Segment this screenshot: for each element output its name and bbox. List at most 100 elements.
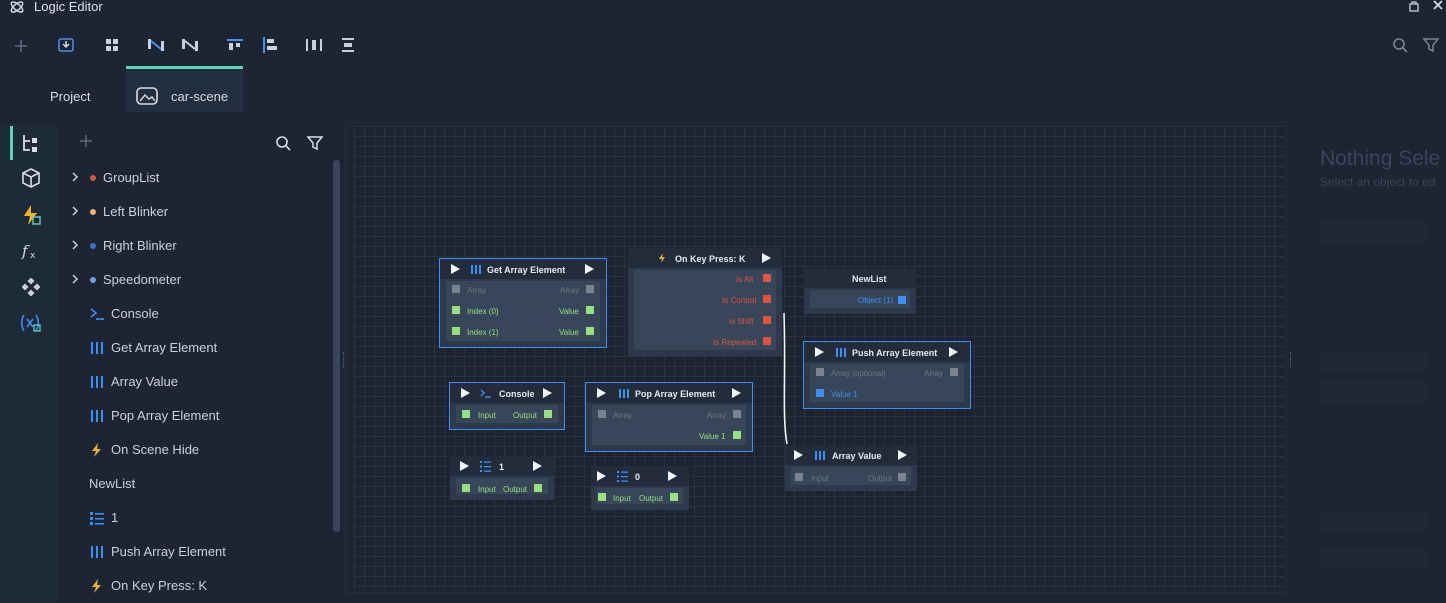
grid-icon[interactable]: [103, 37, 121, 53]
exec-in-icon[interactable]: [597, 388, 606, 398]
pin-icon[interactable]: [763, 337, 771, 345]
pin-icon[interactable]: [462, 484, 470, 492]
chevron-right-icon[interactable]: [70, 273, 80, 285]
chevron-right-icon[interactable]: [70, 205, 80, 217]
exec-out-icon[interactable]: [585, 264, 594, 274]
tree-item-on-key-press[interactable]: On Key Press: K: [60, 569, 330, 603]
pin-icon[interactable]: [452, 327, 460, 335]
link-nodes-icon[interactable]: [147, 37, 165, 53]
exec-out-icon[interactable]: [762, 253, 771, 263]
pin-icon[interactable]: [452, 306, 460, 314]
pin-icon[interactable]: [534, 484, 542, 492]
tree-search-icon[interactable]: [275, 135, 291, 151]
tree-item-array-value[interactable]: Array Value: [60, 365, 330, 399]
tree-item-console[interactable]: Console: [60, 297, 330, 331]
tree-item-speedometer[interactable]: Speedometer: [60, 263, 330, 297]
pin-icon[interactable]: [763, 274, 771, 282]
node-number-0[interactable]: 0 Input Output: [591, 466, 689, 510]
pin-icon[interactable]: [586, 285, 594, 293]
pin-icon[interactable]: [462, 410, 470, 418]
pin-icon[interactable]: [598, 493, 606, 501]
tree-item-grouplist[interactable]: GroupList: [60, 161, 330, 195]
pin-icon[interactable]: [816, 389, 824, 397]
tree-item-pop-array-element[interactable]: Pop Array Element: [60, 399, 330, 433]
unlink-nodes-icon[interactable]: [181, 37, 199, 53]
tree-add-icon[interactable]: [79, 134, 93, 148]
tree-item-right-blinker[interactable]: Right Blinker: [60, 229, 330, 263]
pin-icon[interactable]: [586, 327, 594, 335]
pin-icon[interactable]: [452, 285, 460, 293]
node-on-key-press[interactable]: On Key Press: K Is Alt Is Control Is Shi…: [628, 248, 782, 356]
exec-in-icon[interactable]: [460, 461, 469, 471]
tree-item-number-1[interactable]: 1: [60, 501, 330, 535]
exec-out-icon[interactable]: [668, 471, 677, 481]
pin-icon[interactable]: [544, 410, 552, 418]
exec-out-icon[interactable]: [898, 450, 907, 460]
pin-icon[interactable]: [733, 431, 741, 439]
node-pop-array-element[interactable]: Pop Array Element Array Array Value 1: [585, 382, 753, 452]
pin-icon[interactable]: [816, 368, 824, 376]
logic-graph-canvas[interactable]: Get Array Element Array Array Index (0) …: [354, 126, 1284, 589]
exec-out-icon[interactable]: [732, 388, 741, 398]
hierarchy-icon[interactable]: [21, 133, 41, 153]
exec-out-icon[interactable]: [533, 461, 542, 471]
chevron-right-icon[interactable]: [70, 171, 80, 183]
pin-icon[interactable]: [763, 316, 771, 324]
pin-label: Value 1: [831, 390, 858, 399]
exec-in-icon[interactable]: [794, 450, 803, 460]
node-get-array-element[interactable]: Get Array Element Array Array Index (0) …: [439, 258, 607, 348]
variable-icon[interactable]: [20, 313, 42, 333]
canvas-frame: [345, 122, 1287, 593]
distribute-horizontal-icon[interactable]: [305, 37, 323, 53]
chevron-right-icon[interactable]: [70, 239, 80, 251]
exec-in-icon[interactable]: [597, 471, 606, 481]
node-number-1[interactable]: 1 Input Output: [450, 456, 554, 500]
component-icon[interactable]: [22, 278, 40, 296]
pin-icon[interactable]: [898, 473, 906, 481]
tree-item-on-scene-hide[interactable]: On Scene Hide: [60, 433, 330, 467]
tree-item-get-array-element[interactable]: Get Array Element: [60, 331, 330, 365]
exec-out-icon[interactable]: [949, 347, 958, 357]
pin-icon[interactable]: [586, 306, 594, 314]
number-list-icon: [480, 461, 491, 472]
distribute-vertical-icon[interactable]: [339, 37, 357, 53]
align-left-icon[interactable]: [261, 37, 279, 53]
pin-icon[interactable]: [898, 296, 906, 304]
tab-car-scene[interactable]: car-scene: [126, 66, 243, 112]
pin-icon[interactable]: [733, 410, 741, 418]
add-icon[interactable]: [12, 38, 30, 54]
tree-filter-icon[interactable]: [307, 135, 323, 151]
tree-item-left-blinker[interactable]: Left Blinker: [60, 195, 330, 229]
exec-in-icon[interactable]: [451, 264, 460, 274]
event-lightning-icon[interactable]: [20, 204, 42, 226]
import-icon[interactable]: [57, 37, 75, 53]
detach-icon[interactable]: [1408, 0, 1420, 12]
exec-in-icon[interactable]: [461, 388, 470, 398]
pin-icon[interactable]: [598, 410, 606, 418]
tree-item-push-array-element[interactable]: Push Array Element: [60, 535, 330, 569]
exec-in-icon[interactable]: [815, 347, 824, 357]
inspector-subtitle: Select an object to ed: [1320, 175, 1436, 189]
pin-icon[interactable]: [950, 368, 958, 376]
pin-icon[interactable]: [763, 295, 771, 303]
tree-item-newlist[interactable]: NewList: [60, 467, 330, 501]
search-icon[interactable]: [1391, 37, 1409, 53]
node-push-array-element[interactable]: Push Array Element Array (optional) Arra…: [803, 341, 971, 409]
node-body: [456, 405, 558, 423]
tree-scrollbar[interactable]: [333, 160, 340, 532]
node-console[interactable]: Console Input Output: [449, 382, 565, 430]
exec-out-icon[interactable]: [543, 388, 552, 398]
node-array-value[interactable]: Array Value Input Output: [785, 445, 917, 491]
node-header: [785, 445, 917, 465]
pin-icon[interactable]: [670, 493, 678, 501]
filter-icon[interactable]: [1422, 37, 1440, 53]
splitter-handle[interactable]: [1290, 352, 1294, 368]
node-newlist[interactable]: NewList Object (1): [804, 268, 916, 314]
close-icon[interactable]: [1432, 0, 1444, 12]
align-top-icon[interactable]: [226, 37, 244, 53]
object-cube-icon[interactable]: [20, 167, 42, 189]
pin-icon[interactable]: [795, 473, 803, 481]
splitter-handle[interactable]: [343, 352, 347, 368]
tab-project[interactable]: Project: [36, 66, 126, 112]
